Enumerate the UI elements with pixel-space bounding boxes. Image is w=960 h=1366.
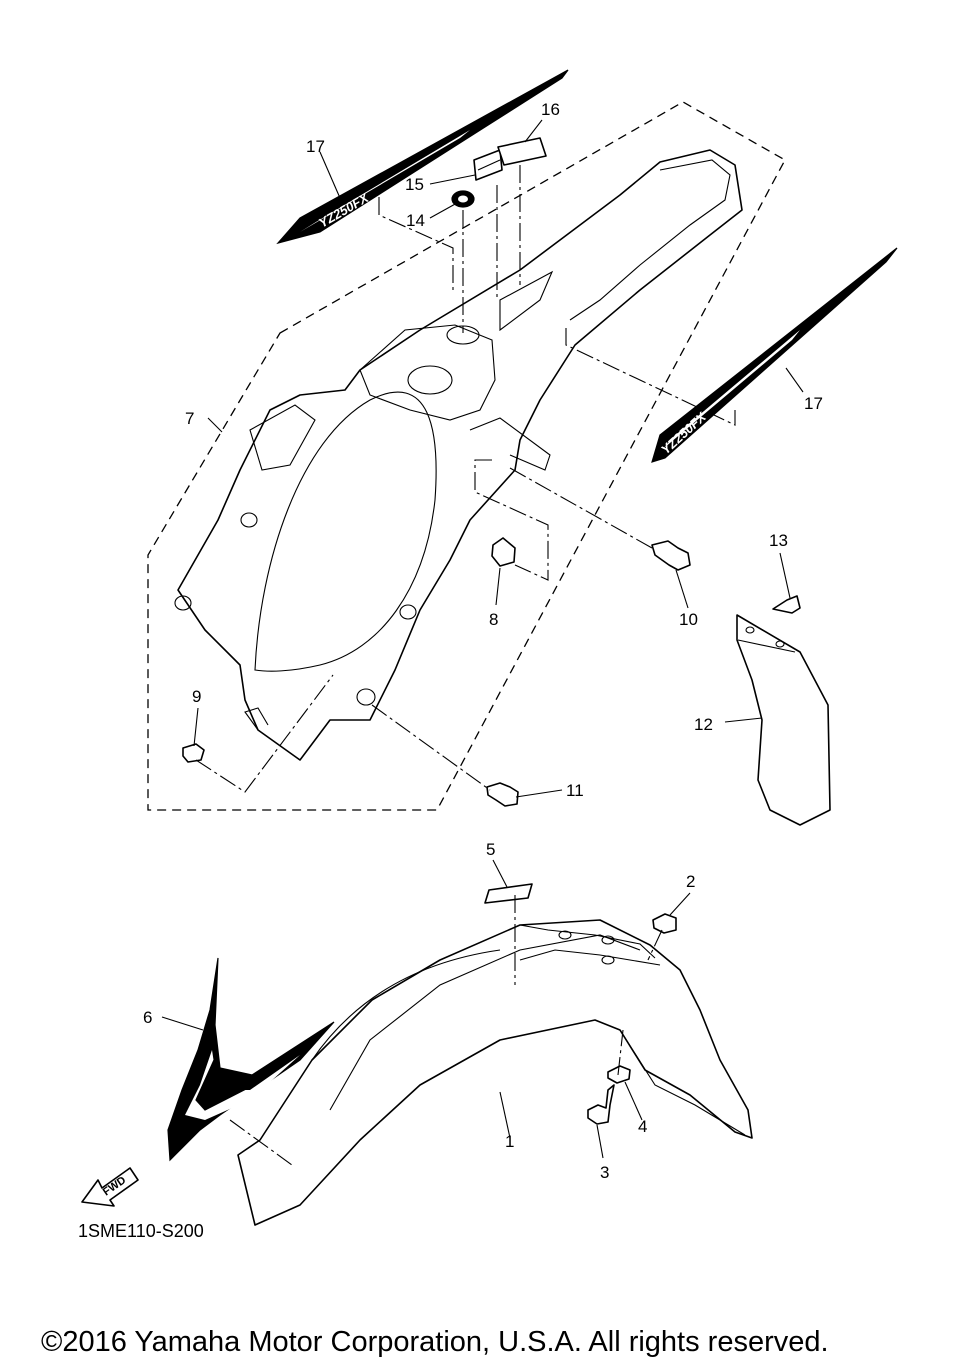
callout-10: 10 [679,610,698,629]
callout-14: 14 [406,211,425,230]
bolt-11 [486,782,519,807]
rear-fender [174,149,743,761]
callout-17-right: 17 [804,394,823,413]
assembly-lines [195,165,736,1166]
clip-8 [491,537,516,567]
callout-15: 15 [405,175,424,194]
bolt-10 [651,540,691,571]
collar-9 [182,743,205,763]
front-fender [237,919,753,1226]
callout-3: 3 [600,1163,609,1182]
callout-7: 7 [185,409,194,428]
callout-6: 6 [143,1008,152,1027]
forward-arrow-icon: FWD [81,1167,139,1207]
front-decal [167,957,335,1162]
emblem [451,190,475,208]
rear-fender-assembly-boundary [147,101,786,811]
callout-4: 4 [638,1117,647,1136]
callout-5: 5 [486,840,495,859]
label-5 [484,883,533,904]
leader-lines [161,119,804,1159]
diagram-code: 1SME110-S200 [78,1221,204,1241]
callout-12: 12 [694,715,713,734]
callout-13: 13 [769,531,788,550]
callout-11: 11 [566,781,584,800]
bolt-3 [587,1084,615,1125]
callout-9: 9 [192,687,201,706]
pad-16 [497,137,547,166]
collar-4 [607,1065,631,1084]
callout-16: 16 [541,100,560,119]
mud-flap [736,614,831,826]
screw-13 [772,595,801,614]
copyright-notice: ©2016 Yamaha Motor Corporation, U.S.A. A… [41,1326,829,1358]
callout-2: 2 [686,872,695,891]
right-decal: YZ250FX [651,247,898,463]
callout-1: 1 [505,1132,514,1151]
grommet-2 [652,913,677,934]
pad-15-band [477,159,501,171]
callout-8: 8 [489,610,498,629]
callout-17-left: 17 [306,137,325,156]
